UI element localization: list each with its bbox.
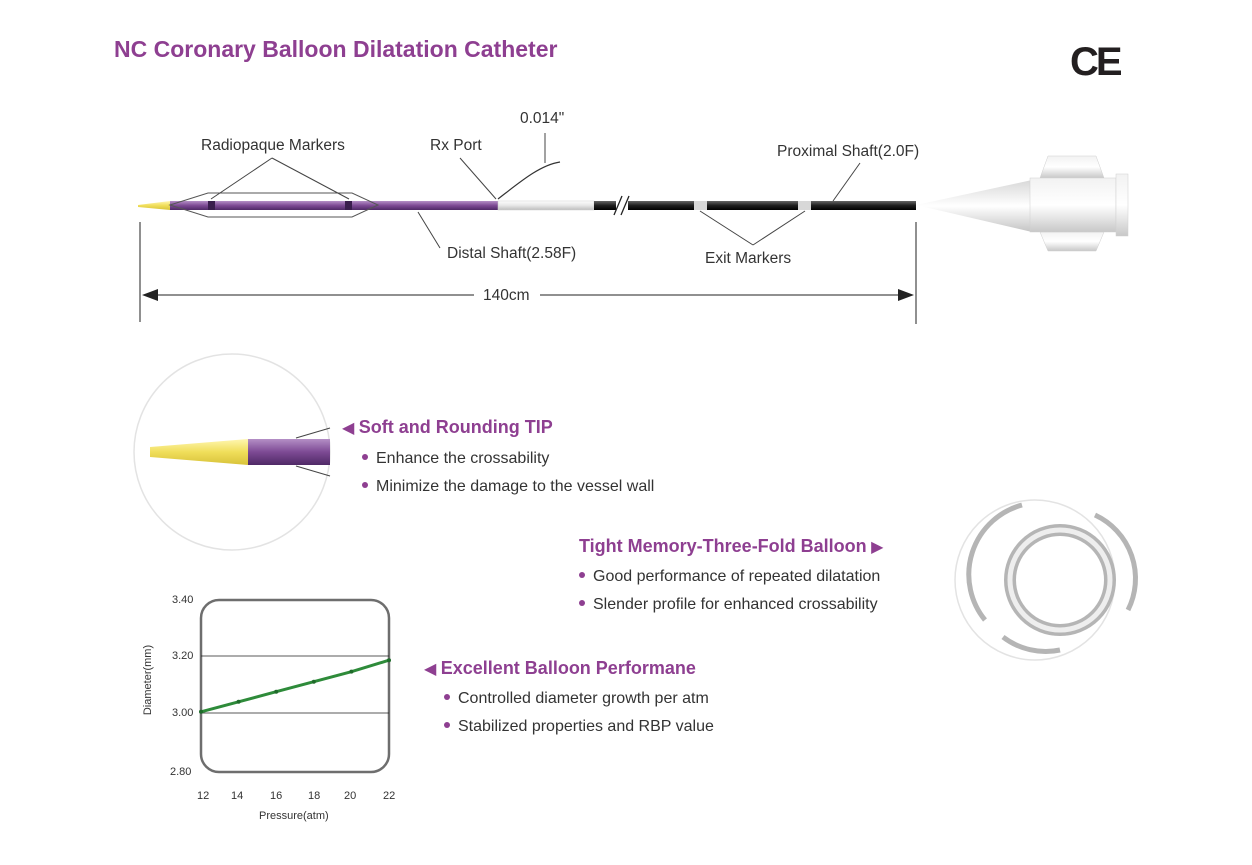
feature-performance-title: Excellent Balloon Performane <box>440 658 696 678</box>
ce-mark: CE <box>1070 40 1123 84</box>
catheter-tip <box>138 201 170 210</box>
balloon-outline <box>168 192 380 218</box>
y-tick-label: 3.40 <box>172 594 194 606</box>
right-triangle-icon: ▶ <box>871 539 884 556</box>
label-exit-markers: Exit Markers <box>705 250 792 267</box>
y-axis-label: Diameter(mm) <box>142 644 154 716</box>
catheter <box>138 155 1129 252</box>
feature-tip-title: Soft and Rounding TIP <box>358 417 553 437</box>
series-line <box>200 658 390 714</box>
hub-cone <box>916 180 1032 232</box>
feature-performance-bullet: Controlled diameter growth per atm <box>444 690 709 708</box>
length-dimension <box>139 222 917 324</box>
tip-closeup <box>133 353 331 551</box>
label-guidewire: 0.014" <box>520 110 565 127</box>
bullet-dot-icon <box>362 481 368 488</box>
proximal-shaft <box>594 201 916 210</box>
distal-shaft <box>170 201 498 210</box>
data-point <box>199 709 203 714</box>
data-point <box>236 699 241 704</box>
x-tick-label: 14 <box>231 790 244 802</box>
bullet-dot-icon <box>579 571 585 578</box>
hub-body <box>1029 177 1117 233</box>
hub-wing-bottom <box>1039 231 1105 252</box>
x-tick-label: 18 <box>308 790 321 802</box>
left-triangle-icon: ◀ <box>424 661 437 678</box>
x-tick-label: 20 <box>344 790 357 802</box>
bullet-dot-icon <box>444 721 450 728</box>
y-tick-label: 3.20 <box>172 650 194 662</box>
balloon-crosssection <box>954 499 1138 661</box>
feature-balloon-bullet: Good performance of repeated dilatation <box>579 568 880 586</box>
hub-wing-top <box>1039 155 1105 179</box>
leader-lines <box>210 133 861 249</box>
y-tick-label: 2.80 <box>170 766 192 778</box>
label-proximal-shaft: Proximal Shaft(2.0F) <box>777 143 920 160</box>
guidewire <box>497 161 561 200</box>
feature-tip-bullet: Enhance the crossability <box>362 450 549 468</box>
data-point <box>387 658 391 663</box>
y-tick-label: 3.00 <box>172 707 194 719</box>
x-axis-label: Pressure(atm) <box>259 810 329 822</box>
exit-marker <box>694 201 707 210</box>
feature-performance-bullet: Stabilized properties and RBP value <box>444 718 714 736</box>
data-point <box>311 679 316 684</box>
label-length: 140cm <box>483 287 530 304</box>
feature-performance: ◀ Excellent Balloon Performane <box>424 658 696 679</box>
feature-balloon-title: Tight Memory-Three-Fold Balloon <box>579 536 867 556</box>
luer-connector <box>1115 173 1129 237</box>
bullet-dot-icon <box>362 453 368 460</box>
radiopaque-marker <box>208 201 215 210</box>
feature-balloon-bullet: Slender profile for enhanced crossabilit… <box>579 596 878 614</box>
feature-balloon: Tight Memory-Three-Fold Balloon ▶ <box>579 536 883 557</box>
x-tick-label: 12 <box>197 790 210 802</box>
x-tick-label: 22 <box>383 790 396 802</box>
feature-tip-bullet: Minimize the damage to the vessel wall <box>362 478 654 496</box>
feature-tip: ◀ Soft and Rounding TIP <box>342 417 553 438</box>
data-point <box>274 689 279 694</box>
transition-segment <box>497 200 595 211</box>
bullet-dot-icon <box>579 599 585 606</box>
chart <box>199 598 391 774</box>
exit-marker <box>798 201 811 210</box>
radiopaque-marker <box>345 201 352 210</box>
left-triangle-icon: ◀ <box>342 420 355 437</box>
label-radiopaque-markers: Radiopaque Markers <box>201 137 345 154</box>
label-distal-shaft: Distal Shaft(2.58F) <box>447 245 577 262</box>
label-rx-port: Rx Port <box>430 137 482 154</box>
bullet-dot-icon <box>444 693 450 700</box>
data-point <box>349 669 354 674</box>
page-title: NC Coronary Balloon Dilatation Catheter <box>114 36 558 62</box>
x-tick-label: 16 <box>270 790 283 802</box>
